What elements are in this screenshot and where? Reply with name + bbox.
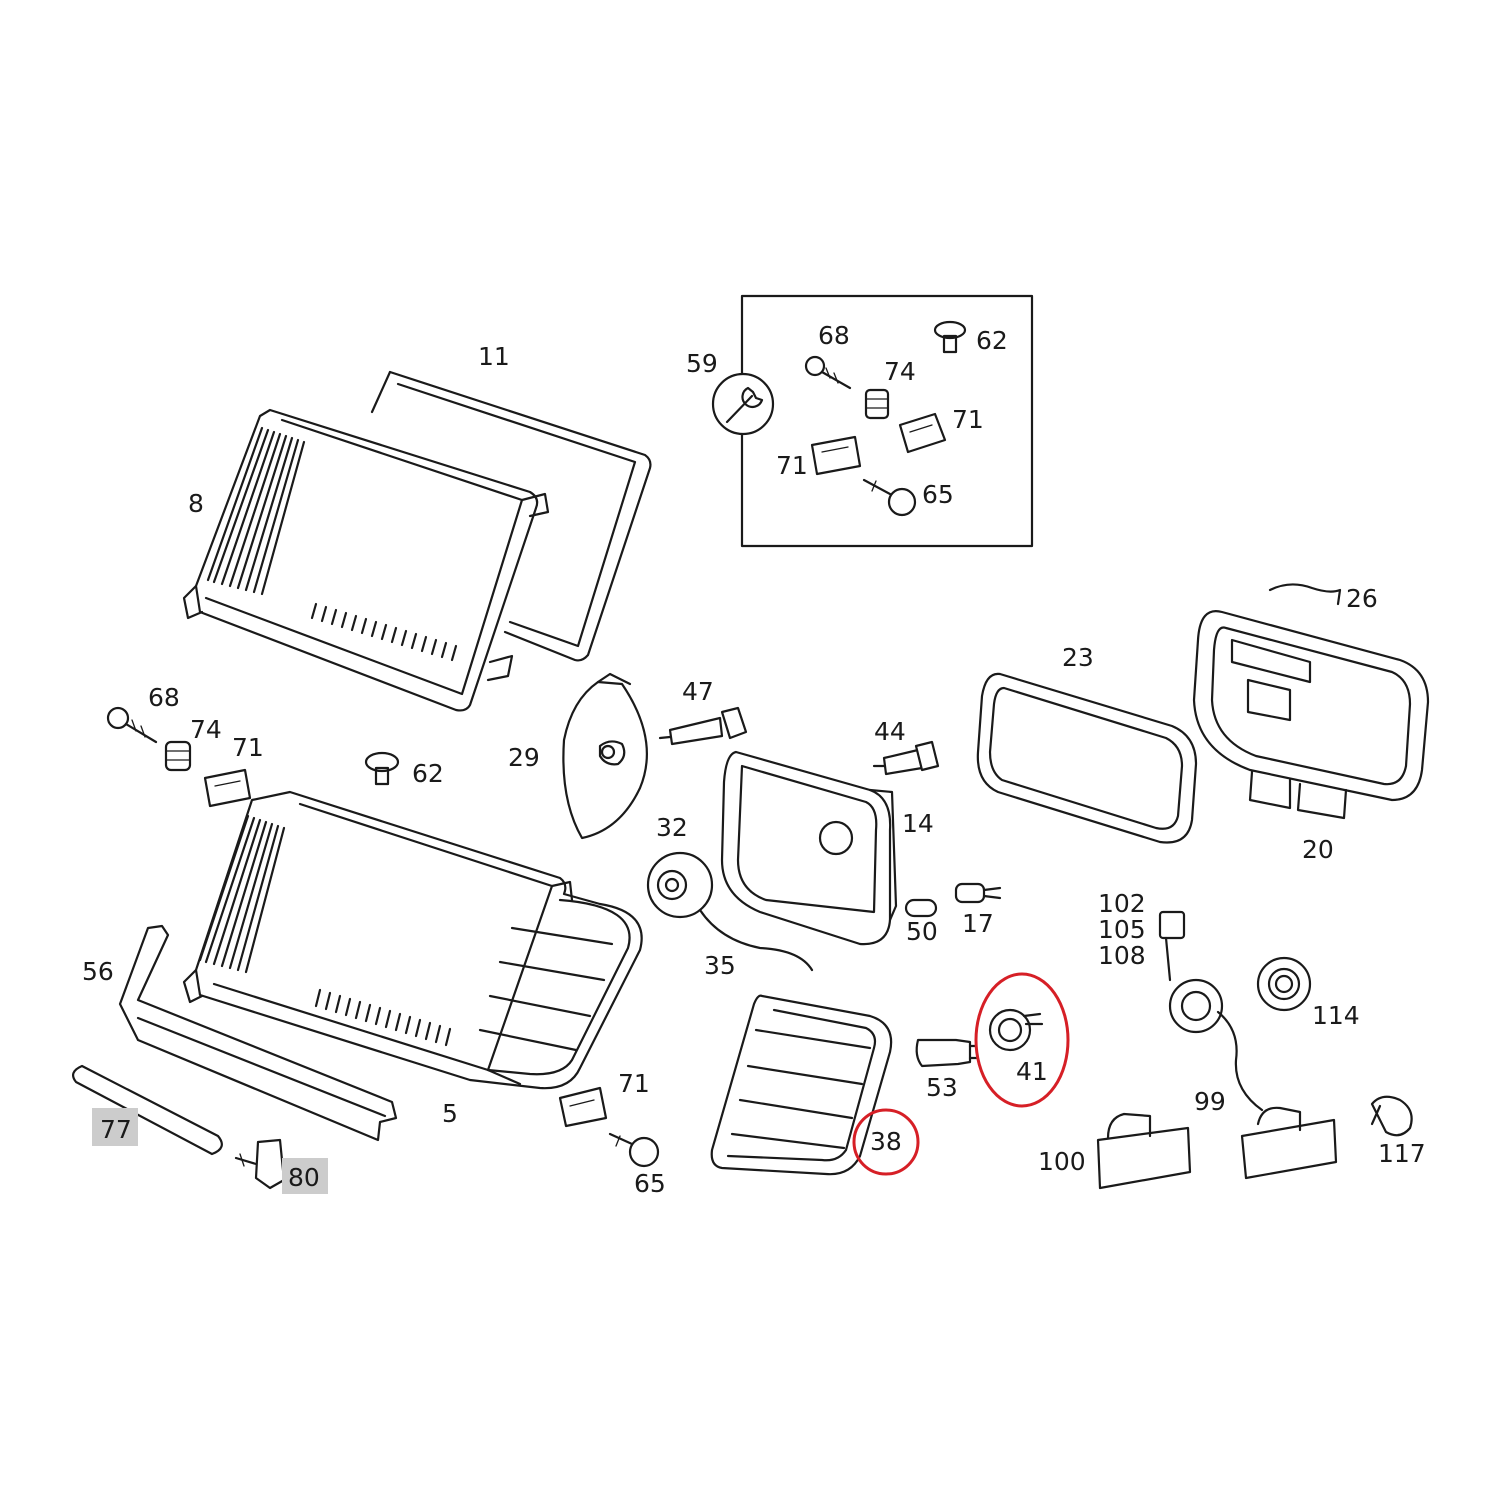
label-26: 26 xyxy=(1346,584,1378,613)
label-14: 14 xyxy=(902,809,934,838)
label-47: 47 xyxy=(682,677,714,706)
part-38-indicator-lens xyxy=(710,994,893,1176)
part-56-trim-strip xyxy=(118,924,398,1142)
label-105: 105 xyxy=(1098,915,1146,944)
part-44-bulb xyxy=(872,740,940,776)
wrench-icon xyxy=(711,372,775,436)
label-114: 114 xyxy=(1312,1001,1360,1030)
part-71-clip-lower xyxy=(558,1086,608,1128)
label-80: 80 xyxy=(288,1163,320,1192)
label-20: 20 xyxy=(1302,835,1334,864)
label-59: 59 xyxy=(686,349,718,378)
part-53-bulb xyxy=(915,1038,978,1068)
label-53: 53 xyxy=(926,1073,958,1102)
part-23-gasket xyxy=(976,672,1198,844)
part-68-screw xyxy=(106,706,158,744)
label-38: 38 xyxy=(870,1127,902,1156)
part-99-side-marker xyxy=(1240,1106,1338,1180)
label-117: 117 xyxy=(1378,1139,1426,1168)
label-50: 50 xyxy=(906,917,938,946)
label-41: 41 xyxy=(1016,1057,1048,1086)
part-17-bulb xyxy=(954,882,1002,904)
part-41-bulb-socket xyxy=(988,1008,1044,1052)
part-5-headlamp-assembly xyxy=(182,790,643,1090)
part-100-side-marker xyxy=(1096,1112,1192,1190)
label-23: 23 xyxy=(1062,643,1094,672)
highlight-80 xyxy=(282,1158,328,1194)
part-47-bulb xyxy=(658,706,748,746)
part-65-screw-kit xyxy=(862,478,917,517)
part-50-bulb xyxy=(904,898,938,918)
part-117-bulb xyxy=(1370,1095,1413,1137)
label-65-kit: 65 xyxy=(922,480,954,509)
label-74-kit: 74 xyxy=(884,357,916,386)
label-68: 68 xyxy=(148,683,180,712)
label-71: 71 xyxy=(232,733,264,762)
label-65-lower: 65 xyxy=(634,1169,666,1198)
part-71-clip-kit-left xyxy=(810,435,862,476)
label-99: 99 xyxy=(1194,1087,1226,1116)
part-20-housing xyxy=(1192,610,1430,820)
part-29-reflector xyxy=(562,672,648,840)
part-65-screw-lower xyxy=(608,1132,660,1168)
part-74-nut-kit xyxy=(864,388,890,420)
label-11: 11 xyxy=(478,342,510,371)
part-68-screw-kit xyxy=(804,355,852,390)
part-62-clip xyxy=(364,751,400,786)
part-71-clip-kit-right xyxy=(898,412,947,454)
label-62-kit: 62 xyxy=(976,326,1008,355)
label-35: 35 xyxy=(704,951,736,980)
part-35-cable xyxy=(698,908,814,972)
highlight-circle-41 xyxy=(974,972,1070,1108)
label-71-lower: 71 xyxy=(618,1069,650,1098)
part-26-wire xyxy=(1268,583,1342,606)
part-32-bulb-socket xyxy=(646,851,714,919)
label-108: 108 xyxy=(1098,941,1146,970)
label-56: 56 xyxy=(82,957,114,986)
label-5: 5 xyxy=(442,1099,458,1128)
part-71-clip xyxy=(203,768,252,808)
part-114-grommet xyxy=(1256,956,1312,1012)
label-71-kit-right: 71 xyxy=(952,405,984,434)
label-100: 100 xyxy=(1038,1147,1086,1176)
part-11-seal-frame xyxy=(370,370,652,662)
label-29: 29 xyxy=(508,743,540,772)
part-14-headlamp-housing xyxy=(720,750,898,946)
label-68-kit: 68 xyxy=(818,321,850,350)
label-71-kit-left: 71 xyxy=(776,451,808,480)
part-77-rod xyxy=(72,1064,223,1156)
label-102: 102 xyxy=(1098,889,1146,918)
label-74: 74 xyxy=(190,715,222,744)
label-62: 62 xyxy=(412,759,444,788)
highlight-circle-38 xyxy=(852,1108,920,1176)
part-102-connector xyxy=(1158,910,1186,982)
part-74-nut xyxy=(164,740,192,772)
label-32: 32 xyxy=(656,813,688,842)
part-8-headlamp-lens xyxy=(182,408,550,712)
label-17: 17 xyxy=(962,909,994,938)
label-77: 77 xyxy=(100,1115,132,1144)
label-8: 8 xyxy=(188,489,204,518)
label-44: 44 xyxy=(874,717,906,746)
highlight-77 xyxy=(92,1108,138,1146)
part-62-clip-kit xyxy=(933,320,967,354)
part-99-harness xyxy=(1168,978,1264,1112)
part-80-bracket xyxy=(234,1138,286,1190)
